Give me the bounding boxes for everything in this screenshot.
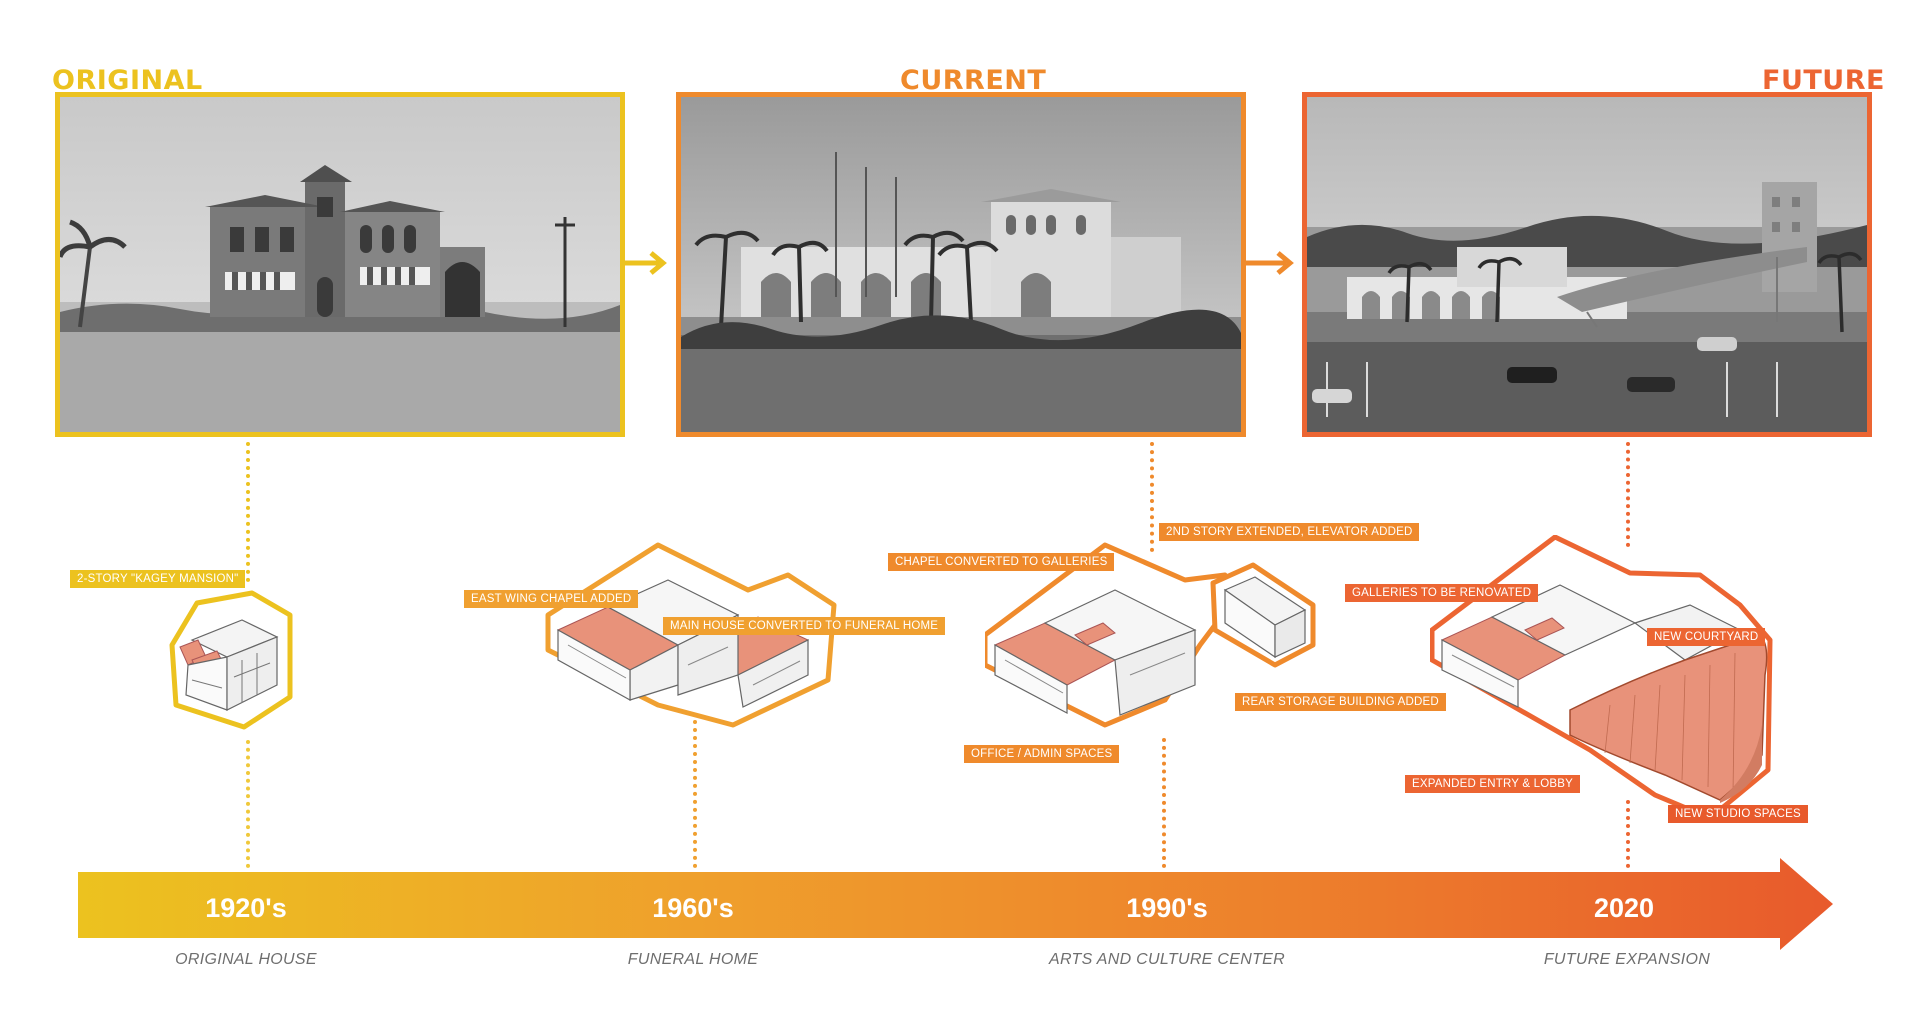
heading-original: ORIGINAL [52, 65, 203, 96]
dotted-line-photo-future [1626, 442, 1630, 547]
callout-office-admin: OFFICE / ADMIN SPACES [964, 745, 1120, 763]
future-expansion-rendering [1302, 92, 1872, 437]
dotted-line-photo-original [246, 442, 250, 582]
dotted-line-axis-1990 [1162, 738, 1166, 868]
callout-rear-storage: REAR STORAGE BUILDING ADDED [1235, 693, 1446, 711]
heading-current: CURRENT [900, 65, 1047, 96]
dotted-line-axis-1920 [246, 740, 250, 868]
arrow-current-to-future [1246, 251, 1294, 275]
dotted-line-photo-current [1150, 442, 1154, 552]
heading-future: FUTURE [1762, 65, 1885, 96]
callout-galleries-renovated: GALLERIES TO BE RENOVATED [1345, 584, 1539, 602]
iso-2020-future-expansion [1430, 535, 1773, 820]
caption-arts-and-culture-center: ARTS AND CULTURE CENTER [1049, 951, 1285, 968]
iso-1920s-house [169, 590, 293, 730]
callout-expanded-entry: EXPANDED ENTRY & LOBBY [1405, 775, 1580, 793]
callout-east-wing-chapel: EAST WING CHAPEL ADDED [464, 590, 639, 608]
callout-chapel-converted: CHAPEL CONVERTED TO GALLERIES [888, 553, 1115, 571]
iso-1990s-arts-center [985, 542, 1316, 728]
current-center-photo [676, 92, 1246, 437]
timeline-arrow [78, 858, 1833, 950]
caption-future-expansion: FUTURE EXPANSION [1543, 951, 1711, 968]
callout-new-studio: NEW STUDIO SPACES [1668, 805, 1808, 823]
callout-main-house-converted: MAIN HOUSE CONVERTED TO FUNERAL HOME [663, 617, 946, 635]
caption-funeral-home: FUNERAL HOME [627, 951, 759, 968]
timeline-year-2020: 2020 [1593, 893, 1655, 923]
timeline-year-1990s: 1990's [1126, 893, 1208, 923]
dotted-line-axis-1960 [693, 720, 697, 868]
callout-second-story-extended: 2ND STORY EXTENDED, ELEVATOR ADDED [1159, 523, 1420, 541]
caption-original-house: ORIGINAL HOUSE [175, 951, 317, 968]
dotted-line-axis-2020 [1626, 800, 1630, 868]
timeline-year-1920s: 1920's [205, 893, 287, 923]
timeline-year-1960s: 1960's [652, 893, 734, 923]
original-house-photo [55, 92, 625, 437]
arrow-original-to-current [625, 251, 667, 275]
callout-new-courtyard: NEW COURTYARD [1647, 628, 1766, 646]
callout-kagey-mansion: 2-STORY "KAGEY MANSION" [70, 570, 246, 588]
